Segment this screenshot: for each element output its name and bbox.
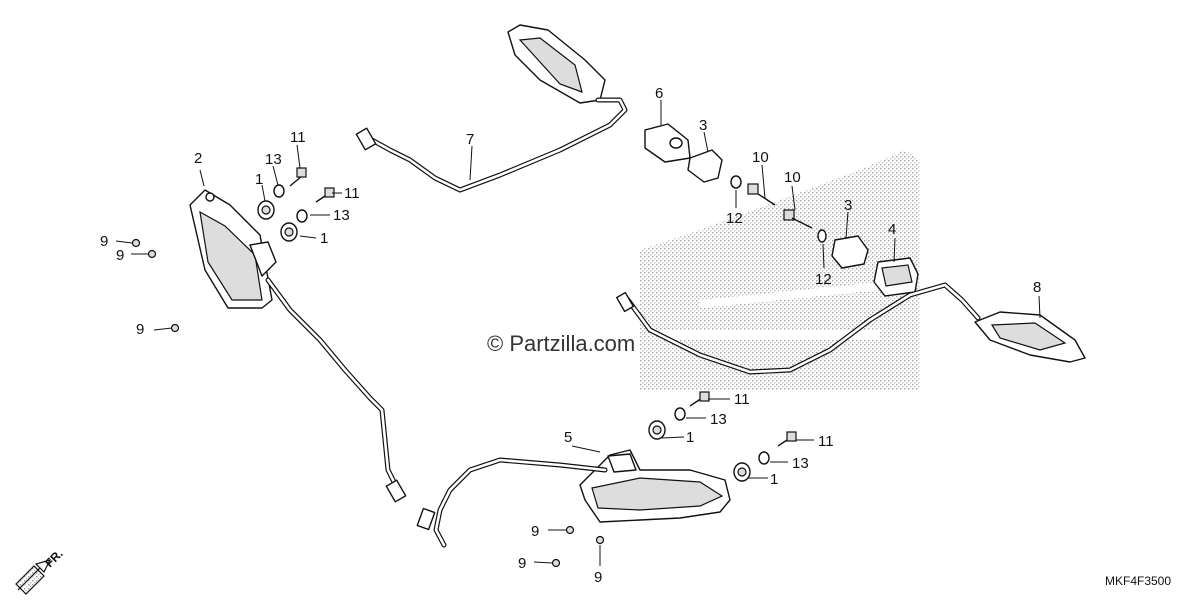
part-5-turn-signal-assembly-right[interactable]: [579, 449, 731, 523]
callout-c9c[interactable]: 9: [136, 321, 144, 338]
part-11-screw-d[interactable]: [777, 431, 797, 447]
part-3-bracket-lower[interactable]: [831, 235, 869, 269]
part-1-nut-b[interactable]: [280, 222, 298, 242]
callout-c6[interactable]: 6: [655, 85, 663, 102]
part-4-connector[interactable]: [873, 257, 919, 297]
callout-c5[interactable]: 5: [564, 429, 572, 446]
part-9-clip-f[interactable]: [595, 535, 605, 545]
callout-c9b[interactable]: 9: [116, 247, 124, 264]
part-13-washer-b[interactable]: [296, 209, 308, 223]
callout-c10b[interactable]: 10: [784, 169, 801, 186]
front-direction-indicator: FR.: [15, 547, 66, 595]
callout-c9f[interactable]: 9: [594, 569, 602, 586]
part-5-lead-wire: [416, 457, 608, 548]
callout-c13c[interactable]: 13: [710, 411, 727, 428]
part-3-bracket-upper[interactable]: [687, 149, 723, 183]
callout-c11c[interactable]: 11: [734, 391, 750, 408]
callout-c1c[interactable]: 1: [686, 429, 694, 446]
watermark-text: © Partzilla.com: [487, 331, 635, 356]
callout-c8[interactable]: 8: [1033, 279, 1041, 296]
part-10-bolt-b[interactable]: [783, 209, 813, 229]
part-1-nut-a[interactable]: [257, 200, 275, 220]
callout-c1b[interactable]: 1: [320, 230, 328, 247]
callout-c9d[interactable]: 9: [518, 555, 526, 572]
callout-c13a[interactable]: 13: [265, 151, 282, 168]
callout-c4[interactable]: 4: [888, 221, 896, 238]
callout-c12a[interactable]: 12: [726, 210, 743, 227]
part-2-lead-wire: [265, 277, 407, 503]
part-13-washer-c[interactable]: [674, 407, 686, 421]
callout-c2[interactable]: 2: [194, 150, 202, 167]
callout-c1d[interactable]: 1: [770, 471, 778, 488]
callout-c1a[interactable]: 1: [255, 171, 263, 188]
callout-c3a[interactable]: 3: [699, 117, 707, 134]
callout-c13b[interactable]: 13: [333, 207, 350, 224]
part-12-washer-a[interactable]: [730, 175, 742, 189]
callout-c9a[interactable]: 9: [100, 233, 108, 250]
part-9-clip-d[interactable]: [565, 525, 575, 535]
part-13-washer-d[interactable]: [758, 451, 770, 465]
callout-c7[interactable]: 7: [466, 131, 474, 148]
part-11-screw-a[interactable]: [289, 167, 307, 187]
callout-c12b[interactable]: 12: [815, 271, 832, 288]
callout-c10a[interactable]: 10: [752, 149, 769, 166]
part-7-turn-signal-with-lead[interactable]: [355, 24, 628, 193]
part-9-clip-e[interactable]: [551, 558, 561, 568]
part-8-turn-signal-with-lead[interactable]: [615, 282, 1086, 375]
leader-lines: [115, 100, 1041, 566]
callout-c11b[interactable]: 11: [344, 185, 360, 202]
callout-c11a[interactable]: 11: [290, 129, 306, 146]
dotted-logo-watermark: [640, 150, 920, 390]
callout-c11d[interactable]: 11: [818, 433, 834, 450]
diagram-code: MKF4F3500: [1105, 574, 1171, 588]
front-arrow-icon: [17, 559, 52, 591]
part-2-turn-signal-assembly-left[interactable]: [189, 189, 277, 309]
callout-c13d[interactable]: 13: [792, 455, 809, 472]
part-12-washer-b[interactable]: [817, 229, 827, 243]
callout-c3b[interactable]: 3: [844, 197, 852, 214]
part-6-rubber-mount[interactable]: [644, 123, 691, 163]
part-11-screw-c[interactable]: [689, 391, 710, 407]
part-1-nut-d[interactable]: [733, 462, 751, 482]
part-10-bolt-a[interactable]: [747, 183, 776, 206]
partzilla-watermark: © Partzilla.com: [487, 331, 635, 356]
part-9-clip-c[interactable]: [170, 323, 180, 333]
part-1-nut-c[interactable]: [648, 420, 666, 440]
part-13-washer-a[interactable]: [273, 184, 285, 198]
part-9-clip-a[interactable]: [131, 238, 141, 248]
callout-c9e[interactable]: 9: [531, 523, 539, 540]
part-11-screw-b[interactable]: [315, 187, 335, 203]
part-9-clip-b[interactable]: [147, 249, 157, 259]
